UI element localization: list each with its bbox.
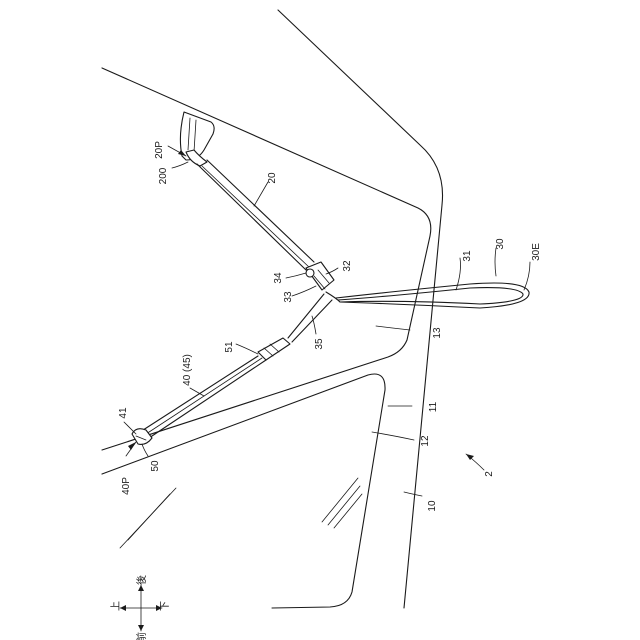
label-33: 33 xyxy=(283,291,294,303)
direction-down: 下 xyxy=(160,601,171,611)
label-11: 11 xyxy=(428,401,439,412)
vehicle-body xyxy=(102,10,443,608)
label-51: 51 xyxy=(224,341,235,353)
label-2: 2 xyxy=(484,471,495,477)
window-glare xyxy=(120,478,362,548)
label-20p: 20P xyxy=(154,141,165,159)
roof-inner-line xyxy=(102,68,431,450)
label-40p: 40P xyxy=(121,477,132,495)
label-20: 20 xyxy=(267,172,278,184)
label-200: 200 xyxy=(158,167,169,184)
label-40-45: 40 (45) xyxy=(182,354,193,386)
rear-anchor-bracket xyxy=(180,112,214,166)
label-10: 10 xyxy=(427,500,438,512)
label-31: 31 xyxy=(462,250,473,262)
rear-strap xyxy=(197,160,314,270)
front-anchor xyxy=(132,429,152,445)
label-35: 35 xyxy=(314,338,325,350)
label-41: 41 xyxy=(118,407,129,419)
buckle xyxy=(306,262,334,290)
front-strap-lower xyxy=(140,356,266,440)
direction-rear: 後 xyxy=(135,575,148,585)
direction-front: 前 xyxy=(135,632,148,640)
reference-labels: 20P 200 20 34 33 32 31 30 30E 13 35 51 4… xyxy=(118,141,542,512)
label-30: 30 xyxy=(495,238,506,250)
label-34: 34 xyxy=(273,272,284,284)
link-51 xyxy=(258,338,290,360)
label-30e: 30E xyxy=(531,243,542,261)
window-frame xyxy=(102,374,385,608)
label-32: 32 xyxy=(342,260,353,272)
label-12: 12 xyxy=(420,435,431,447)
direction-up: 上 xyxy=(110,601,122,611)
roof-outer-line xyxy=(278,10,443,608)
front-strap-upper xyxy=(288,292,340,342)
label-50: 50 xyxy=(150,460,161,472)
direction-indicator: 上 下 後 前 xyxy=(110,575,171,640)
label-13: 13 xyxy=(432,327,443,339)
